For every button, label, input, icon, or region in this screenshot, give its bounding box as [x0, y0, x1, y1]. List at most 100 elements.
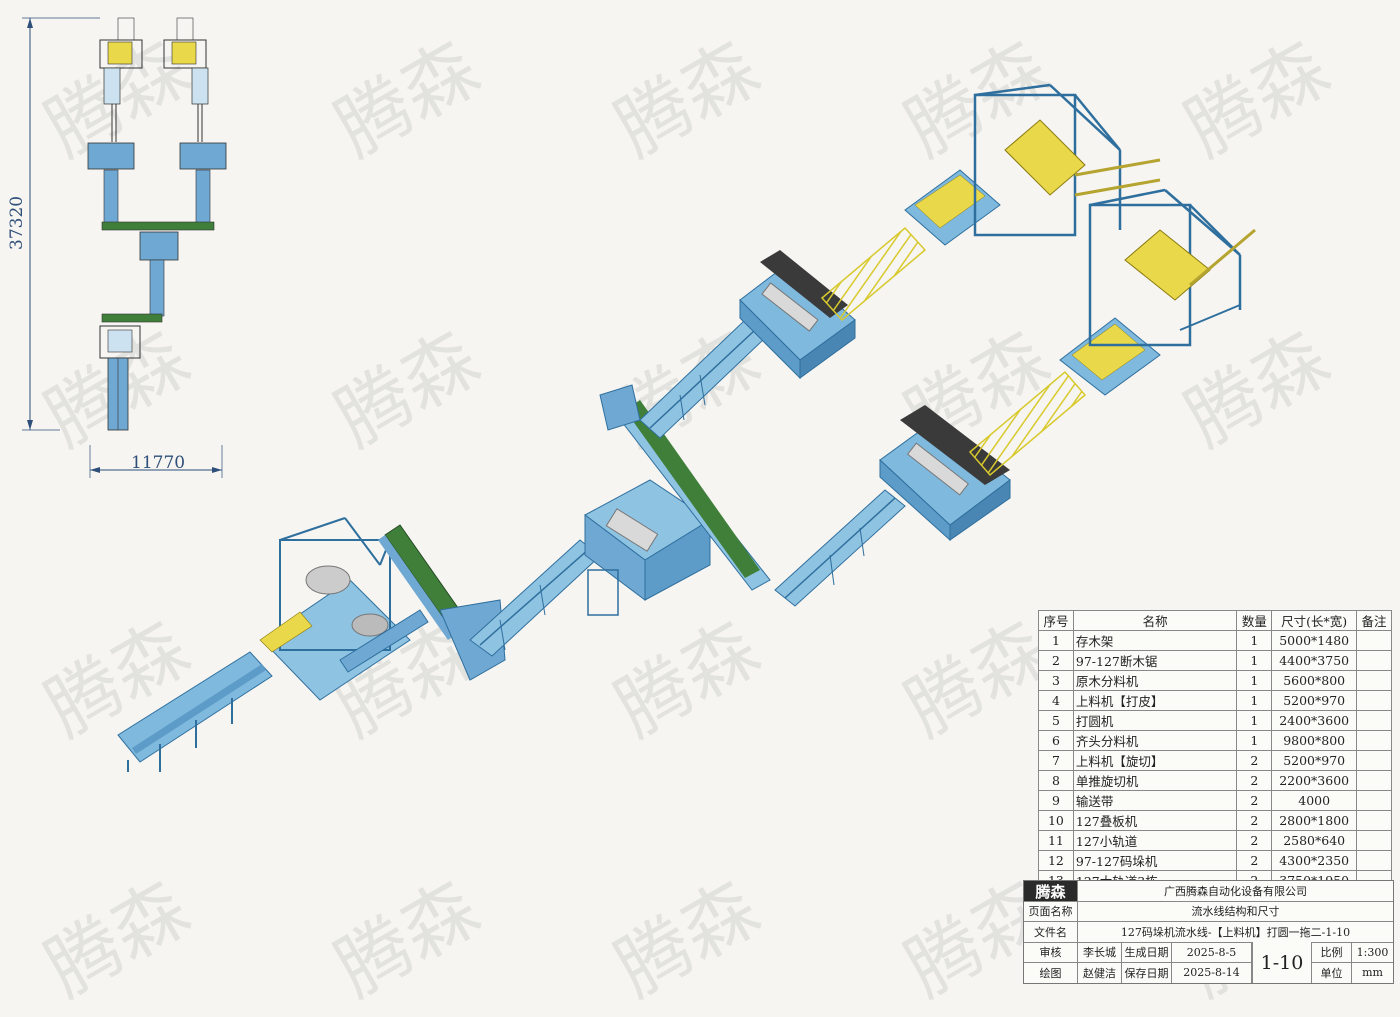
- bom-row-size: 5600*800: [1271, 670, 1358, 691]
- bom-row-no: 8: [1038, 770, 1074, 791]
- log-storage-rack: [117, 651, 273, 772]
- page-name-label: 页面名称: [1024, 901, 1078, 921]
- gen-date-value: 2025-8-5: [1172, 942, 1252, 962]
- bom-row-qty: 1: [1236, 710, 1273, 731]
- bom-row-note: [1356, 710, 1392, 731]
- bom-row-no: 9: [1038, 790, 1074, 811]
- bom-row-note: [1356, 850, 1392, 871]
- bom-row-no: 5: [1038, 710, 1074, 731]
- scale-value: 1:300: [1356, 945, 1389, 959]
- bom-row-qty: 2: [1236, 830, 1273, 851]
- bom-row-name: 97-127码垛机: [1072, 850, 1238, 871]
- bom-row-size: 4000: [1271, 790, 1358, 811]
- raw-log-feeder: [378, 524, 506, 681]
- file-name-value: 127码垛机流水线-【上料机】打圆一拖二-1-10: [1120, 925, 1351, 939]
- bom-row-name: 齐头分料机: [1072, 730, 1238, 751]
- scale-label: 比例: [1312, 942, 1352, 962]
- bom-row-qty: 2: [1236, 810, 1273, 831]
- bom-row-note: [1356, 690, 1392, 711]
- bom-row-name: 原木分料机: [1072, 670, 1238, 691]
- bom-row-no: 10: [1038, 810, 1074, 831]
- width-dimension-label: 11770: [131, 453, 185, 473]
- bom-row-size: 2580*640: [1271, 830, 1358, 851]
- upper-stacker: [904, 83, 1161, 246]
- bom-header-qty: 数量: [1236, 610, 1273, 631]
- bom-row-size: 9800*800: [1271, 730, 1358, 751]
- bom-row-name: 127小轨道: [1072, 830, 1238, 851]
- company-logo: 腾森: [1024, 881, 1078, 901]
- bom-row-name: 上料机【旋切】: [1072, 750, 1238, 771]
- unit-value: mm: [1362, 966, 1383, 979]
- mini-plan: 37320 11770: [7, 17, 227, 478]
- bom-row-qty: 1: [1236, 730, 1273, 751]
- bom-row-name: 存木架: [1072, 630, 1238, 651]
- bom-row-note: [1356, 770, 1392, 791]
- bom-row-no: 6: [1038, 730, 1074, 751]
- bom-row-size: 2800*1800: [1271, 810, 1358, 831]
- bom-header-note: 备注: [1356, 610, 1392, 631]
- bom-row-note: [1356, 790, 1392, 811]
- bom-row-size: 5200*970: [1271, 750, 1358, 771]
- review-label: 审核: [1024, 942, 1078, 962]
- lower-branch: [774, 405, 1011, 607]
- bom-row-qty: 1: [1236, 650, 1273, 671]
- bom-row-name: 单推旋切机: [1072, 770, 1238, 791]
- bom-row-qty: 2: [1236, 790, 1273, 811]
- title-block: 腾森 广西腾森自动化设备有限公司 页面名称 流水线结构和尺寸 文件名 127码垛…: [1023, 880, 1394, 984]
- bom-row-qty: 2: [1236, 850, 1273, 871]
- bom-row-name: 97-127断木锯: [1072, 650, 1238, 671]
- bom-row-no: 2: [1038, 650, 1074, 671]
- unit-label: 单位: [1312, 962, 1352, 983]
- bom-row-note: [1356, 670, 1392, 691]
- bom-row-name: 打圆机: [1072, 710, 1238, 731]
- bom-header-no: 序号: [1038, 610, 1074, 631]
- peeling-feeder: [469, 539, 601, 657]
- save-date-value: 2025-8-14: [1172, 962, 1252, 983]
- draw-label: 绘图: [1024, 962, 1078, 983]
- upper-branch: [639, 250, 856, 439]
- bom-row-qty: 1: [1236, 670, 1273, 691]
- bom-row-name: 127叠板机: [1072, 810, 1238, 831]
- bom-row-size: 2400*3600: [1271, 710, 1358, 731]
- bom-row-no: 7: [1038, 750, 1074, 771]
- bom-row-size: 5200*970: [1271, 690, 1358, 711]
- save-date-label: 保存日期: [1122, 962, 1172, 983]
- drawing-number: 1-10: [1252, 942, 1312, 983]
- company-name: 广西腾森自动化设备有限公司: [1164, 885, 1307, 898]
- gen-date-label: 生成日期: [1122, 942, 1172, 962]
- bom-row-note: [1356, 830, 1392, 851]
- drawer-name: 赵健洁: [1078, 962, 1122, 983]
- bom-row-no: 11: [1038, 830, 1074, 851]
- bom-header-name: 名称: [1072, 610, 1238, 631]
- rounding-machine: [584, 479, 711, 616]
- page-name-value: 流水线结构和尺寸: [1191, 905, 1280, 918]
- bom-row-no: 12: [1038, 850, 1074, 871]
- bom-row-qty: 2: [1236, 750, 1273, 771]
- bom-header-size: 尺寸(长*宽): [1271, 610, 1358, 631]
- reviewer-name: 李长城: [1078, 942, 1122, 962]
- conveyor-belts: [820, 226, 1087, 477]
- file-name-label: 文件名: [1024, 921, 1078, 942]
- bom-row-size: 5000*1480: [1271, 630, 1358, 651]
- log-cut-saw: [259, 517, 429, 701]
- bom-row-note: [1356, 810, 1392, 831]
- bom-row-no: 4: [1038, 690, 1074, 711]
- bom-row-name: 输送带: [1072, 790, 1238, 811]
- bom-row-note: [1356, 650, 1392, 671]
- bom-row-size: 4300*2350: [1271, 850, 1358, 871]
- bom-row-note: [1356, 750, 1392, 771]
- bom-row-note: [1356, 730, 1392, 751]
- layout-drawing: 37320 11770: [7, 17, 1256, 772]
- alignment-splitter: [599, 384, 771, 591]
